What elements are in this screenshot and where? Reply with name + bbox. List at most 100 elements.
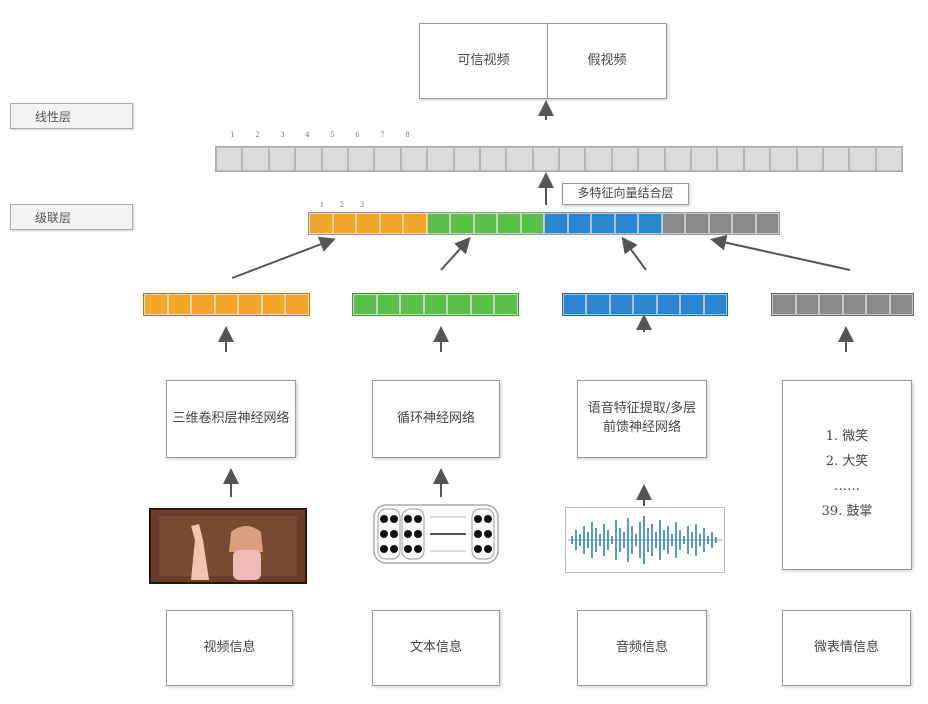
concat-cell bbox=[708, 213, 732, 234]
output-fake-label: 假视频 bbox=[587, 52, 627, 68]
text-info-label: 文本信息 bbox=[409, 639, 462, 655]
concatenated-feature-bar bbox=[308, 212, 780, 235]
concat-cell bbox=[755, 213, 779, 234]
micro-info-box: 微表情信息 bbox=[782, 610, 911, 686]
output-credible-video: 可信视频 bbox=[419, 23, 548, 99]
micro-feature-cell bbox=[819, 294, 843, 315]
video-feature-cell bbox=[214, 294, 239, 315]
linear-layer-cell bbox=[506, 147, 533, 171]
video-feature-cell bbox=[144, 294, 168, 315]
linear-layer-cell bbox=[691, 147, 718, 171]
linear-layer-cell bbox=[822, 147, 850, 171]
linear-layer-cell bbox=[849, 147, 876, 171]
micro-feature-cell bbox=[866, 294, 890, 315]
audio-feature-cell bbox=[609, 294, 634, 315]
linear-layer-cell bbox=[427, 147, 454, 171]
video-feature-bar bbox=[143, 293, 310, 316]
micro-item: 39. 鼓掌 bbox=[821, 503, 873, 519]
text-feature-cell bbox=[447, 294, 471, 315]
micro-feature-cell bbox=[795, 294, 819, 315]
linear-layer-cell bbox=[559, 147, 586, 171]
text-feature-cell bbox=[400, 294, 424, 315]
linear-layer-cell bbox=[347, 147, 375, 171]
linear-layer-cell bbox=[321, 147, 348, 171]
concat-cell bbox=[426, 213, 450, 234]
audio-feature-cell bbox=[656, 294, 681, 315]
concat-cell bbox=[379, 213, 403, 234]
concat-cell bbox=[661, 213, 685, 234]
linear-layer-cell bbox=[216, 147, 243, 171]
output-credible-label: 可信视频 bbox=[457, 52, 510, 68]
linear-layer-cell bbox=[532, 147, 560, 171]
linear-layer-cell bbox=[743, 147, 771, 171]
concat-cell bbox=[332, 213, 356, 234]
text-feature-bar bbox=[352, 293, 519, 316]
arrow-video-to-concat bbox=[231, 236, 336, 279]
video-person-figure bbox=[151, 510, 305, 582]
linear-layer-cell bbox=[268, 147, 296, 171]
audio-network-line1: 语音特征提取/多层 bbox=[587, 401, 697, 417]
audio-network-box: 语音特征提取/多层 前馈神经网络 bbox=[577, 380, 707, 458]
audio-feature-cell bbox=[586, 294, 610, 315]
concat-cell bbox=[544, 213, 568, 234]
concat-cell bbox=[356, 213, 380, 234]
audio-info-box: 音频信息 bbox=[577, 610, 707, 686]
video-network-label: 三维卷积层神经网络 bbox=[172, 410, 290, 426]
linear-layer-cell bbox=[664, 147, 692, 171]
video-info-label: 视频信息 bbox=[203, 639, 256, 655]
linear-layer-cell bbox=[400, 147, 428, 171]
linear-layer-cell bbox=[479, 147, 507, 171]
audio-feature-cell bbox=[563, 294, 587, 315]
text-feature-cell bbox=[470, 294, 495, 315]
linear-layer-cell bbox=[875, 147, 903, 171]
micro-feature-cell bbox=[842, 294, 866, 315]
concat-cell bbox=[567, 213, 591, 234]
linear-layer-label: 线性层 bbox=[10, 103, 133, 129]
concat-cell bbox=[732, 213, 756, 234]
text-info-box: 文本信息 bbox=[372, 610, 500, 686]
linear-layer-cell bbox=[585, 147, 612, 171]
text-feature-cell bbox=[494, 294, 519, 315]
linear-layer-cell bbox=[796, 147, 823, 171]
linear-layer-cell bbox=[638, 147, 665, 171]
video-feature-cell bbox=[261, 294, 286, 315]
linear-layer-cell bbox=[295, 147, 322, 171]
audio-feature-cell bbox=[680, 294, 704, 315]
concat-cell bbox=[685, 213, 709, 234]
concat-cell bbox=[638, 213, 662, 234]
video-feature-cell bbox=[238, 294, 262, 315]
text-feature-cell bbox=[376, 294, 401, 315]
text-network-box: 循环神经网络 bbox=[372, 380, 500, 458]
video-feature-cell bbox=[285, 294, 310, 315]
concat-cell bbox=[591, 213, 615, 234]
audio-network-line2: 前馈神经网络 bbox=[602, 420, 681, 435]
micro-feature-cell bbox=[772, 294, 796, 315]
concat-cell bbox=[403, 213, 427, 234]
text-network-label: 循环神经网络 bbox=[396, 410, 475, 426]
arrow-micro-to-concat bbox=[710, 234, 851, 271]
micro-feature-cell bbox=[889, 294, 913, 315]
micro-feature-bar bbox=[771, 293, 914, 316]
linear-layer-cell bbox=[374, 147, 401, 171]
audio-feature-cell bbox=[703, 294, 727, 315]
output-fake-video: 假视频 bbox=[547, 23, 667, 99]
audio-waveform-icon bbox=[565, 507, 725, 573]
concat-cell bbox=[497, 213, 521, 234]
micro-item: 1. 微笑 bbox=[825, 429, 869, 445]
concat-cell bbox=[473, 213, 497, 234]
concat-cell bbox=[614, 213, 638, 234]
video-info-box: 视频信息 bbox=[166, 610, 293, 686]
linear-layer-cell bbox=[717, 147, 744, 171]
text-feature-cell bbox=[353, 294, 377, 315]
linear-layer-cell bbox=[453, 147, 480, 171]
concat-cell bbox=[309, 213, 333, 234]
micro-expression-list-box: 1. 微笑 2. 大笑 …… 39. 鼓掌 bbox=[782, 380, 912, 570]
linear-layer-cell bbox=[242, 147, 269, 171]
video-network-box: 三维卷积层神经网络 bbox=[166, 380, 296, 458]
arrow-text-to-concat bbox=[440, 237, 471, 271]
linear-layer-cell bbox=[611, 147, 639, 171]
linear-layer-cell bbox=[770, 147, 797, 171]
